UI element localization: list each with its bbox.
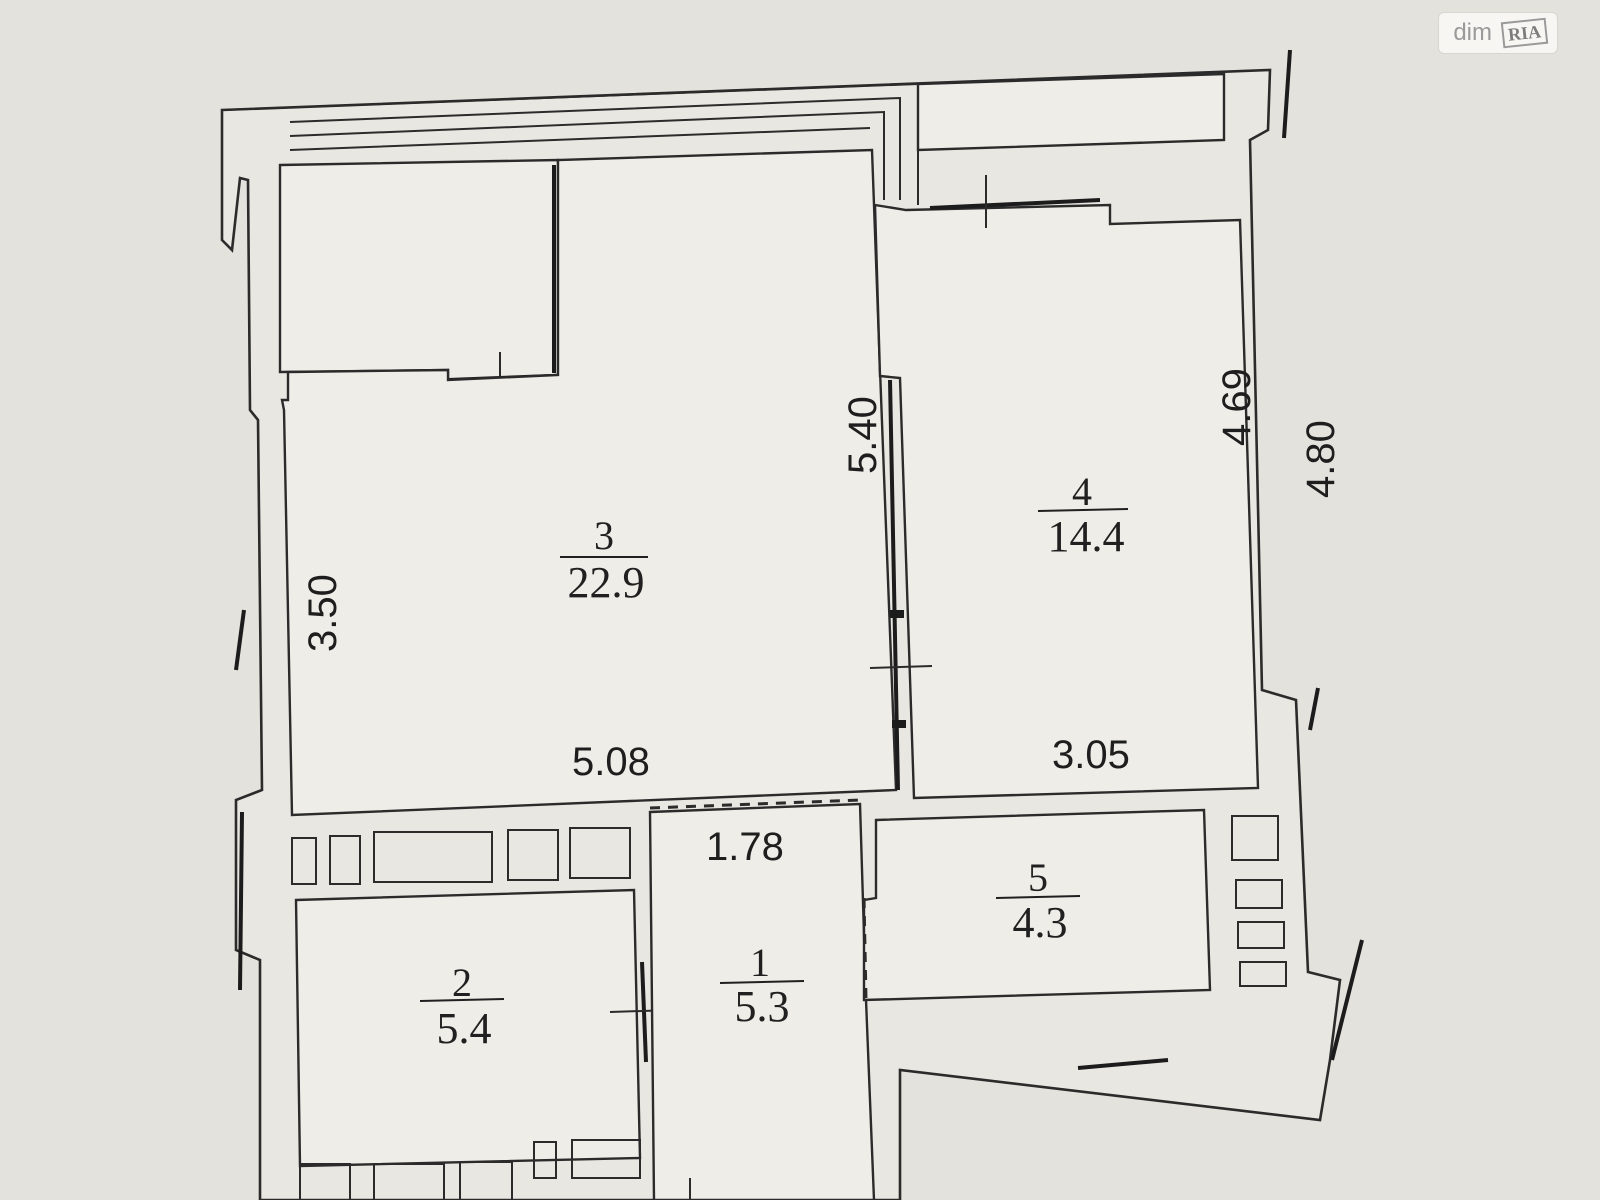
room-3-area: 22.9: [568, 558, 645, 607]
vent-row-lower: [299, 1139, 641, 1200]
room-1-number: 1: [750, 940, 770, 985]
dim-room4-width: 3.05: [1052, 733, 1130, 777]
room-3-outline: [280, 148, 898, 817]
room-3-label: 3 22.9: [560, 513, 648, 607]
watermark-badge: RIA: [1500, 17, 1549, 49]
dim-room3-width: 5.08: [572, 740, 650, 784]
door-3-4-tick: [869, 665, 933, 669]
door-2-1: [640, 961, 648, 1063]
room-2-label: 2 5.4: [419, 960, 505, 1053]
room-4-outline: [873, 203, 1260, 800]
watermark-brand: dim: [1453, 19, 1492, 46]
wall-end-ticks: [234, 49, 1364, 1061]
door-3-4-jamb-b: [892, 720, 906, 728]
entrance-door: [1077, 1058, 1169, 1070]
vent-row-upper: [291, 827, 631, 885]
dim-room3-side: 3.50: [301, 574, 345, 652]
room-1-area: 5.3: [735, 982, 790, 1031]
room-5-number: 5: [1028, 855, 1048, 900]
room-4-area: 14.4: [1048, 512, 1125, 561]
balcony-door-room-4: [929, 198, 1101, 210]
room-3-number: 3: [594, 513, 614, 558]
right-balcony-box: [916, 72, 1226, 152]
dim-balcony-depth: 4.80: [1299, 420, 1343, 498]
dim-room3-depth: 5.40: [841, 396, 885, 474]
room-2-area: 5.4: [437, 1004, 492, 1053]
vent-column-right: [1231, 815, 1287, 987]
room-1-label: 1 5.3: [719, 940, 805, 1031]
kitchen-niche-wall: [278, 158, 560, 382]
dim-ria-watermark: dim RIA: [1438, 12, 1558, 54]
room-4-number: 4: [1072, 469, 1092, 514]
dim-hall-width: 1.78: [706, 825, 784, 869]
room-5-label: 5 4.3: [995, 855, 1081, 947]
dim-room4-depth: 4.69: [1215, 368, 1259, 446]
room-2-number: 2: [452, 960, 472, 1005]
room-5-outline: [862, 808, 1212, 1002]
door-3-4-jamb-a: [890, 610, 904, 618]
room-4-label: 4 14.4: [1037, 469, 1129, 561]
room-1-outline: [648, 802, 876, 1200]
room-5-area: 4.3: [1013, 898, 1068, 947]
